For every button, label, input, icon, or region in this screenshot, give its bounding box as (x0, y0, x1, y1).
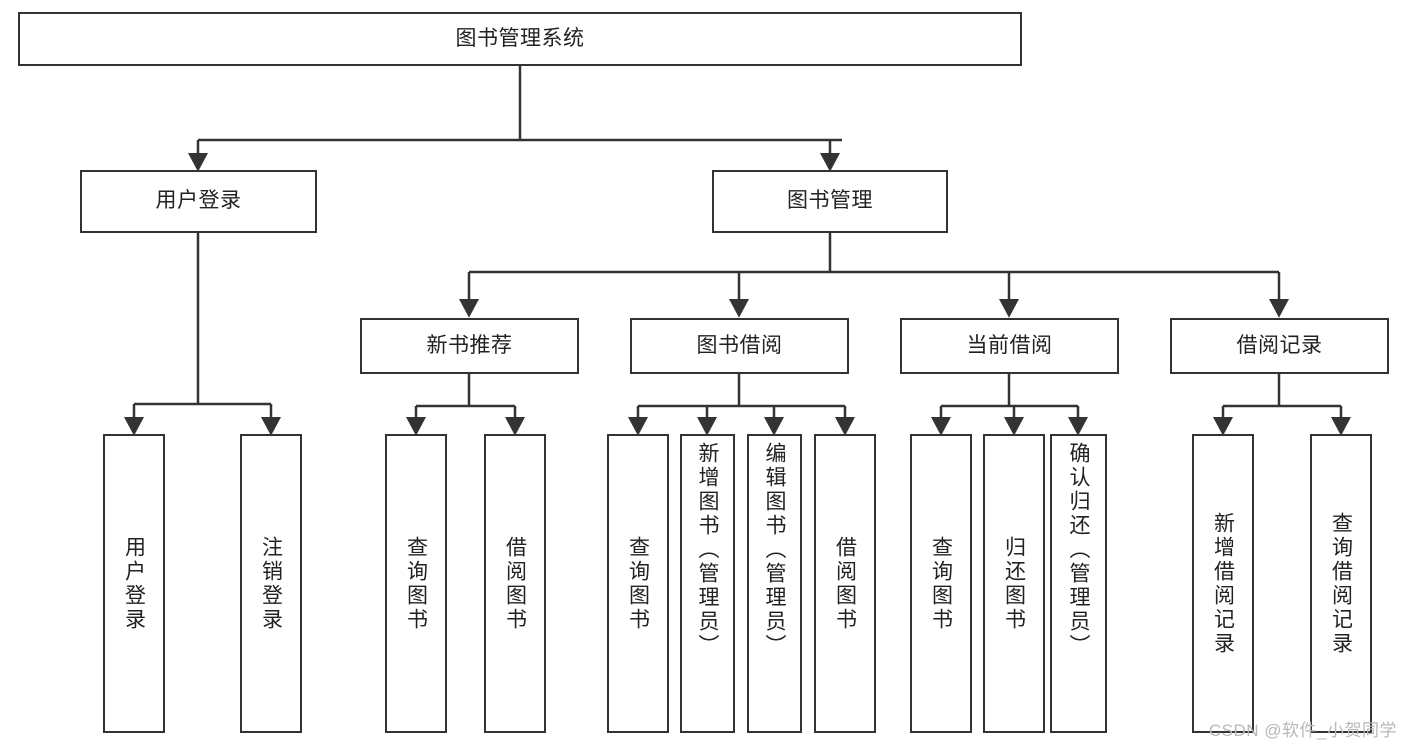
leaf-borrow-book[interactable]: 借阅图书 (814, 434, 876, 733)
leaf-query-borrow-record-label: 查询借阅记录 (1329, 511, 1353, 656)
node-root-label: 图书管理系统 (455, 26, 585, 50)
leaf-borrow-book-rec[interactable]: 借阅图书 (484, 434, 546, 733)
leaf-confirm-return-admin[interactable]: 确认归还（管理员） (1050, 434, 1107, 733)
leaf-borrow-book-rec-label: 借阅图书 (503, 535, 527, 632)
leaf-logout-login[interactable]: 注销登录 (240, 434, 302, 733)
node-user-login[interactable]: 用户登录 (80, 170, 317, 233)
leaf-logout-login-label: 注销登录 (259, 535, 283, 632)
node-current-borrow-label: 当前借阅 (966, 333, 1053, 357)
leaf-query-book-borrow-label: 查询图书 (626, 535, 650, 632)
leaf-add-book-admin-label: 新增图书（管理员） (696, 442, 719, 658)
leaf-edit-book-admin[interactable]: 编辑图书（管理员） (747, 434, 802, 733)
leaf-borrow-book-label: 借阅图书 (833, 535, 857, 632)
leaf-query-book-rec[interactable]: 查询图书 (385, 434, 447, 733)
node-new-book-recommend-label: 新书推荐 (426, 333, 513, 357)
leaf-return-book[interactable]: 归还图书 (983, 434, 1045, 733)
node-book-management[interactable]: 图书管理 (712, 170, 948, 233)
leaf-confirm-return-admin-label: 确认归还（管理员） (1067, 442, 1090, 658)
leaf-add-borrow-record[interactable]: 新增借阅记录 (1192, 434, 1254, 733)
leaf-add-borrow-record-label: 新增借阅记录 (1211, 511, 1235, 656)
node-book-borrow-label: 图书借阅 (696, 333, 783, 357)
node-book-borrow[interactable]: 图书借阅 (630, 318, 849, 374)
node-current-borrow[interactable]: 当前借阅 (900, 318, 1119, 374)
leaf-user-login[interactable]: 用户登录 (103, 434, 165, 733)
leaf-query-borrow-record[interactable]: 查询借阅记录 (1310, 434, 1372, 733)
leaf-return-book-label: 归还图书 (1002, 535, 1026, 632)
leaf-query-book-rec-label: 查询图书 (404, 535, 428, 632)
node-user-login-label: 用户登录 (155, 189, 242, 213)
leaf-user-login-label: 用户登录 (122, 535, 146, 632)
leaf-query-book-current[interactable]: 查询图书 (910, 434, 972, 733)
leaf-edit-book-admin-label: 编辑图书（管理员） (763, 442, 786, 658)
leaf-add-book-admin[interactable]: 新增图书（管理员） (680, 434, 735, 733)
leaf-query-book-borrow[interactable]: 查询图书 (607, 434, 669, 733)
leaf-query-book-current-label: 查询图书 (929, 535, 953, 632)
node-book-management-label: 图书管理 (787, 189, 873, 213)
node-borrow-record-label: 借阅记录 (1236, 333, 1323, 357)
node-borrow-record[interactable]: 借阅记录 (1170, 318, 1389, 374)
node-new-book-recommend[interactable]: 新书推荐 (360, 318, 579, 374)
node-root[interactable]: 图书管理系统 (18, 12, 1022, 66)
watermark: CSDN @软件_小贺同学 (1208, 721, 1397, 740)
